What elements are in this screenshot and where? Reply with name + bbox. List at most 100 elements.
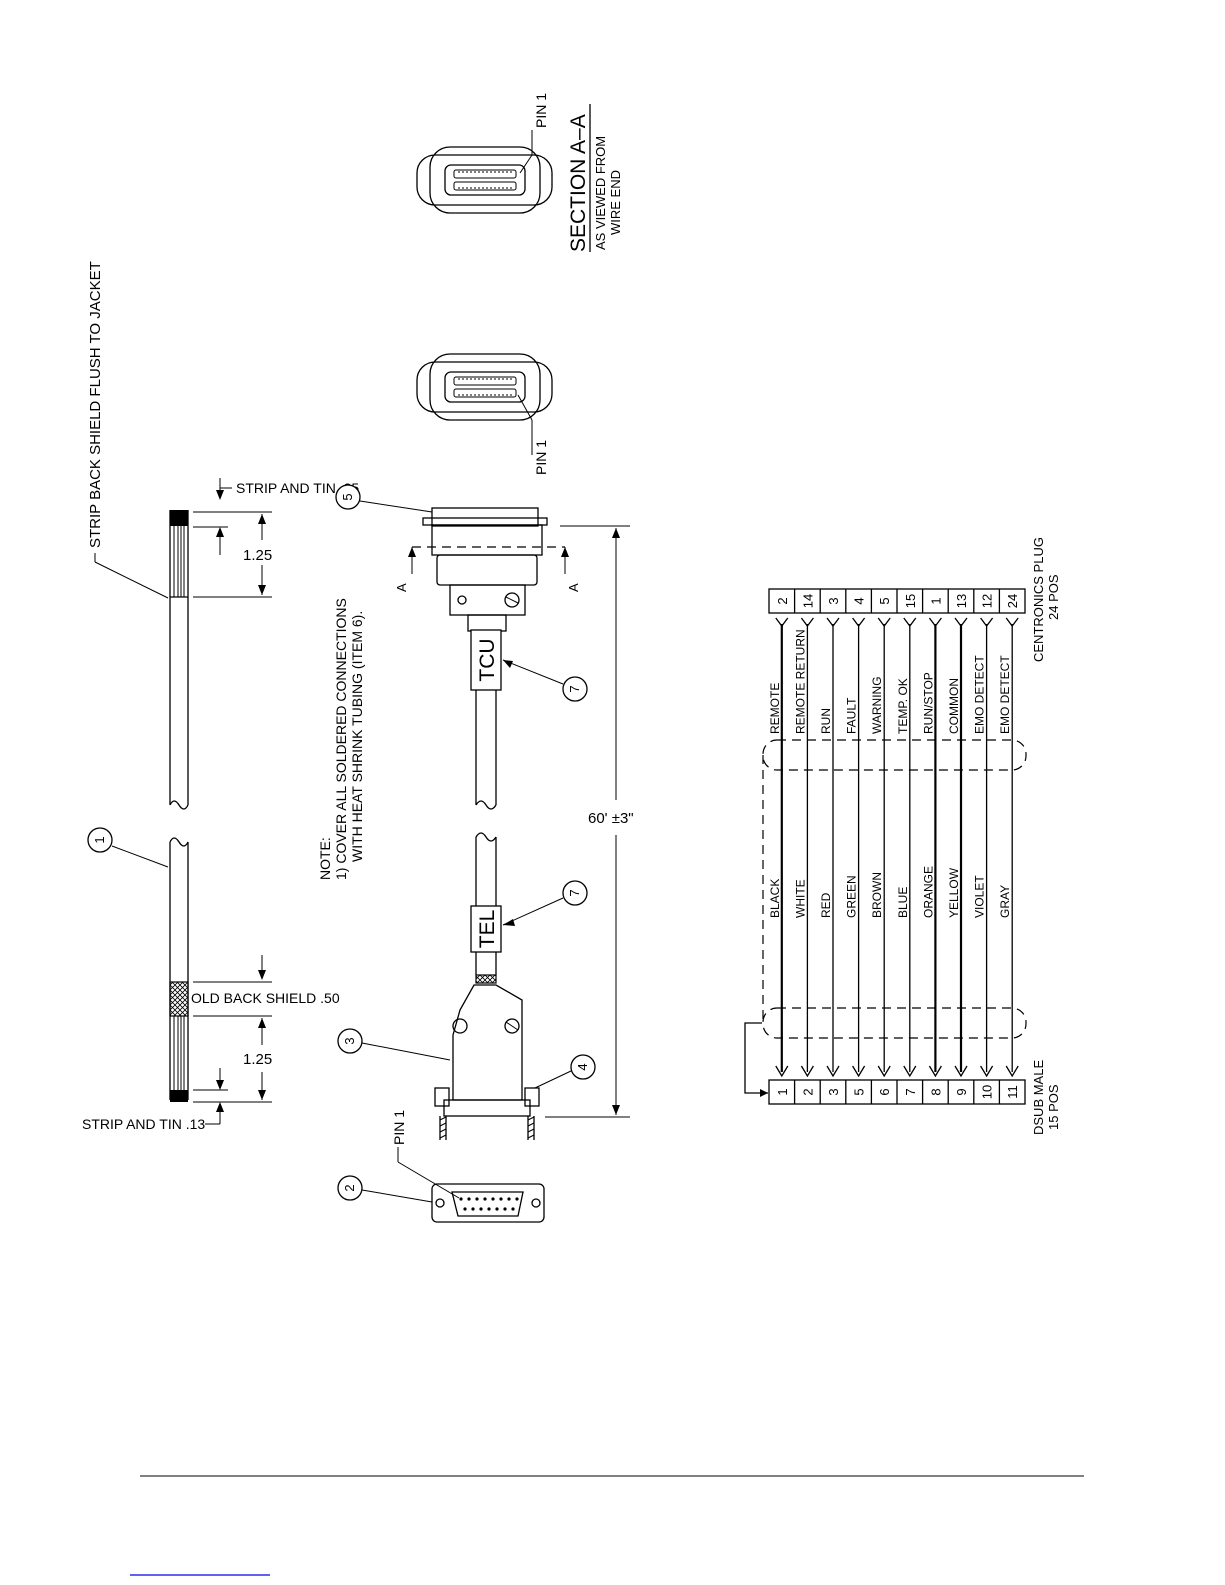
- svg-text:7: 7: [567, 889, 582, 896]
- svg-text:1: 1: [92, 836, 107, 843]
- folded-braid-shield: [169, 981, 189, 1017]
- dsub-pin-number: 7: [903, 1088, 918, 1095]
- note-title: NOTE:: [317, 837, 333, 880]
- wire-color-label: BLACK: [768, 879, 782, 918]
- dim-top-label: 1.25: [243, 547, 272, 564]
- strip-tin-top-label: STRIP AND TIN .25: [236, 480, 359, 496]
- balloon-7-top: 7: [502, 659, 588, 702]
- svg-text:7: 7: [567, 685, 582, 692]
- shield-band-left: [762, 1007, 1027, 1039]
- centronics-pin-number: 12: [980, 594, 995, 608]
- wire-color-label: YELLOW: [947, 867, 961, 918]
- dsub-connector-pos: 15 POS: [1046, 1084, 1061, 1130]
- wire-color-label: GREEN: [845, 875, 859, 918]
- centronics-contact-mark: [877, 617, 891, 628]
- balloon-1: 1: [87, 827, 169, 868]
- shield-band-right: [762, 739, 1027, 771]
- wire-color-label: GRAY: [998, 885, 1012, 918]
- centronics-contact-mark: [826, 617, 840, 628]
- note-line-1: 1) COVER ALL SOLDERED CONNECTIONS: [333, 598, 349, 880]
- centronics-contact-mark: [928, 617, 942, 628]
- svg-text:4: 4: [575, 1063, 590, 1070]
- centronics-pin-number: 24: [1005, 594, 1020, 608]
- signal-name-label: RUN/STOP: [921, 672, 935, 734]
- centronics-contact-mark: [852, 617, 866, 628]
- dsub-backshell-side: [434, 984, 540, 1140]
- centronics-contact-mark: [800, 617, 814, 628]
- section-sub-1: AS VIEWED FROM: [593, 136, 608, 250]
- dsub-contact-mark: [980, 1065, 994, 1078]
- centronics-pin-number: 1: [928, 597, 943, 604]
- strip-tin-bottom-label: STRIP AND TIN .13: [82, 1116, 205, 1132]
- centronics-contact-mark: [1005, 617, 1019, 628]
- centronics-contact-mark: [775, 617, 789, 628]
- assembly-view: PIN 1 SECTION A–A AS VIEWED FROM WIRE EN…: [335, 93, 634, 1223]
- cable-lower-segment: [169, 837, 189, 1102]
- dsub-pin-number: 11: [1005, 1085, 1020, 1099]
- signal-name-label: TEMP. OK: [896, 678, 910, 734]
- dsub-contact-mark: [826, 1065, 840, 1078]
- wire-color-label: WHITE: [793, 879, 807, 918]
- fold-back-label: OLD BACK SHIELD .50: [191, 990, 340, 1006]
- centronics-end-view-top: PIN 1 SECTION A–A AS VIEWED FROM WIRE EN…: [416, 93, 623, 252]
- overall-length-dim: 60' ±3": [545, 525, 634, 1118]
- section-mark-a-left: A: [394, 583, 409, 592]
- strip-tin-top-callout: STRIP AND TIN .25: [193, 478, 359, 555]
- centronics-pin-number: 14: [800, 594, 815, 608]
- centronics-pin-number: 4: [852, 597, 867, 604]
- pin1-dsub-label: PIN 1: [391, 1110, 407, 1145]
- note-line-2: WITH HEAT SHRINK TUBING (ITEM 6).: [349, 611, 365, 862]
- dsub-contact-mark: [775, 1065, 789, 1078]
- cable-prep-view: STRIP BACK SHIELD FLUSH TO JACKET STRIP …: [82, 261, 359, 1132]
- dim-top: 1.25: [193, 514, 272, 598]
- dsub-contact-mark: [903, 1065, 917, 1078]
- section-title: SECTION A–A: [567, 114, 590, 252]
- dsub-pin-number: 5: [852, 1088, 867, 1095]
- dsub-pin-number: 2: [800, 1088, 815, 1095]
- centronics-connector-pos: 24 POS: [1046, 574, 1061, 620]
- centronics-pin-number: 5: [877, 597, 892, 604]
- centronics-contact-mark: [954, 617, 968, 628]
- centronics-connector-label: CENTRONICS PLUG: [1031, 537, 1046, 662]
- signal-name-label: EMO DETECT: [998, 655, 1012, 734]
- dsub-contact-mark: [1005, 1065, 1019, 1078]
- signal-name-label: FAULT: [845, 697, 859, 734]
- assembly-cable-lower: TEL: [470, 832, 502, 984]
- dsub-pin-number: 6: [877, 1088, 892, 1095]
- assembly-cable-upper: TCU: [470, 629, 502, 810]
- centronics-contact-mark: [903, 617, 917, 628]
- centronics-contact-mark: [980, 617, 994, 628]
- centronics-end-view-mid: PIN 1: [416, 353, 553, 475]
- wire-color-label: ORANGE: [921, 866, 935, 918]
- balloon-7-bottom: 7: [502, 880, 588, 926]
- tel-label: TEL: [476, 910, 499, 949]
- dsub-contact-mark: [852, 1065, 866, 1078]
- section-mark-a-right: A: [566, 583, 581, 592]
- note-block: NOTE: 1) COVER ALL SOLDERED CONNECTIONS …: [317, 598, 365, 880]
- drain-wire: [744, 1022, 768, 1094]
- wire-color-label: BROWN: [870, 872, 884, 918]
- pin1-top-label: PIN 1: [533, 93, 549, 128]
- signal-name-label: COMMON: [947, 678, 961, 734]
- dsub-pin-number: 10: [980, 1085, 995, 1099]
- signal-name-label: RUN: [819, 708, 833, 734]
- wire-color-label: RED: [819, 892, 833, 918]
- centronics-pin-number: 2: [775, 597, 790, 604]
- strip-back-shield-note: STRIP BACK SHIELD FLUSH TO JACKET: [87, 261, 104, 548]
- dsub-pin-number: 3: [826, 1088, 841, 1095]
- cable-upper-segment: [169, 510, 189, 810]
- dsub-pin-number: 8: [928, 1088, 943, 1095]
- svg-text:3: 3: [342, 1037, 357, 1044]
- balloon-3: 3: [337, 1028, 451, 1061]
- dsub-connector-label: DSUB MALE: [1031, 1060, 1046, 1135]
